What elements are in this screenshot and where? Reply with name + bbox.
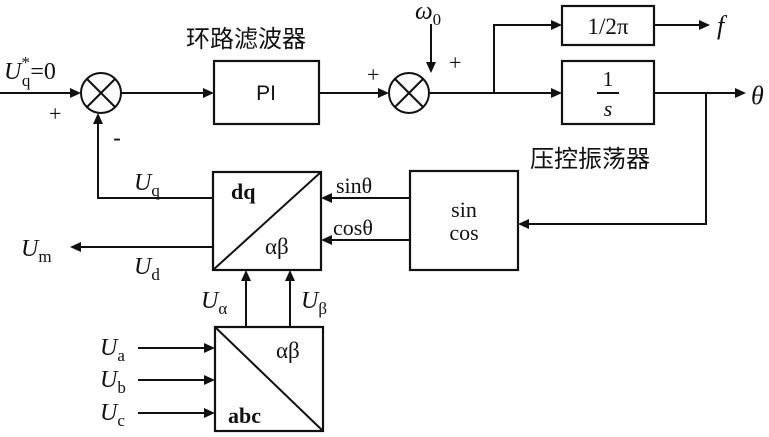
- sum1-minus-sign: -: [113, 125, 121, 152]
- theta-output-label: θ: [751, 81, 764, 110]
- gain-block: [560, 4, 656, 47]
- pi-label: PI: [256, 82, 276, 105]
- arrowhead-ua: [204, 343, 215, 353]
- uc-label: Uc: [100, 400, 125, 430]
- alphabeta-label-dq-block: αβ: [265, 234, 289, 259]
- arrowhead-to-gain: [551, 20, 562, 30]
- loop-filter-caption: 环路滤波器: [186, 25, 306, 53]
- line-uq-feedback: [97, 121, 213, 199]
- arrowhead-to-f: [699, 20, 710, 30]
- sin-label: sin: [451, 197, 477, 222]
- omega0-label: ω0: [415, 0, 441, 29]
- arrowhead-to-pi: [203, 88, 214, 98]
- um-output-label: Um: [21, 236, 52, 266]
- arrowhead-uq-feedback: [93, 113, 103, 124]
- arrowhead-omega0: [426, 62, 436, 73]
- arrowhead-uc: [204, 408, 215, 418]
- sum2-plus-sign-left: +: [367, 62, 379, 87]
- ub-label: Ub: [100, 367, 126, 397]
- f-output-label: f: [717, 11, 728, 40]
- arrowhead-um: [70, 242, 81, 252]
- arrowhead-cos: [321, 235, 332, 245]
- sum1-plus-sign: +: [49, 101, 61, 126]
- pi-controller-block: [212, 59, 321, 126]
- cos-label: cos: [449, 220, 478, 245]
- arrowhead-uq-ref: [70, 88, 81, 98]
- summing-junction-1: [80, 72, 122, 114]
- integrator-denominator: s: [604, 96, 613, 121]
- sin-theta-label: sinθ: [336, 173, 372, 198]
- abc-transform-diagonal: [214, 326, 324, 432]
- line-theta-feedback: [526, 93, 707, 225]
- arrowhead-ub: [204, 375, 215, 385]
- sum2-plus-sign-top: +: [449, 50, 461, 75]
- uq-ref-label: U*q=0: [4, 53, 56, 90]
- ualpha-label: Uα: [201, 288, 227, 318]
- ua-label: Ua: [100, 335, 125, 365]
- gain-label: 1/2π: [587, 14, 628, 39]
- summing-junction-2: [388, 72, 430, 114]
- cos-theta-label: cosθ: [333, 215, 373, 240]
- line-branch-to-gain: [493, 24, 554, 93]
- vco-caption: 压控振荡器: [530, 145, 650, 173]
- ud-label: Ud: [134, 254, 160, 284]
- uq-label: Uq: [134, 170, 160, 200]
- arrowhead-to-sum2: [378, 88, 389, 98]
- arrowhead-to-theta: [735, 88, 746, 98]
- arrowhead-to-sincos: [518, 219, 529, 229]
- arrowhead-to-integrator: [551, 88, 562, 98]
- ubeta-label: Uβ: [301, 288, 327, 318]
- integrator-numerator: 1: [603, 67, 614, 91]
- abc-label: abc: [228, 403, 261, 428]
- arrowhead-ualpha: [241, 270, 251, 281]
- dq-transform-diagonal: [212, 171, 322, 271]
- arrowhead-sin: [321, 193, 332, 203]
- dq-label: dq: [231, 179, 256, 204]
- alphabeta-label-abc-block: αβ: [276, 338, 300, 363]
- arrowhead-ubeta: [285, 270, 295, 281]
- sincos-block: [408, 169, 520, 272]
